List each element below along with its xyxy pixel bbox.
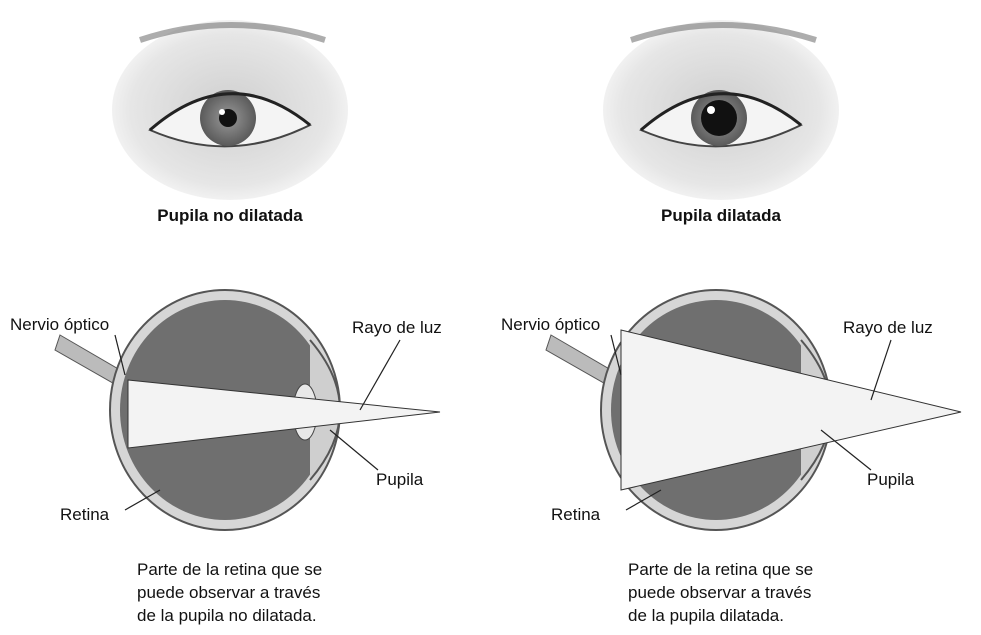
label-optic-nerve: Nervio óptico [10,315,110,334]
caption-non-dilated: Pupila no dilatada [157,206,303,225]
note-visible-retina: Parte de la retina que se puede observar… [628,560,814,625]
label-pupil: Pupila [867,470,915,489]
eye-cross-section-dilated [545,289,962,531]
label-pupil: Pupila [376,470,424,489]
note-visible-retina: Parte de la retina que se puede observar… [137,560,323,625]
eye-photo-non-dilated [112,20,348,200]
label-retina: Retina [551,505,601,524]
label-retina: Retina [60,505,110,524]
eye-cross-section-non-dilated [54,289,441,531]
label-light-ray: Rayo de luz [843,318,933,337]
label-light-ray: Rayo de luz [352,318,442,337]
caption-dilated: Pupila dilatada [661,206,781,225]
panel-non-dilated: Pupila no dilatada Nervio óptico Rayo de… [0,0,490,635]
panel-dilated: Pupila dilatada Nervio óptico Rayo de lu… [491,0,981,635]
eye-photo-dilated [603,20,839,200]
label-optic-nerve: Nervio óptico [501,315,601,334]
